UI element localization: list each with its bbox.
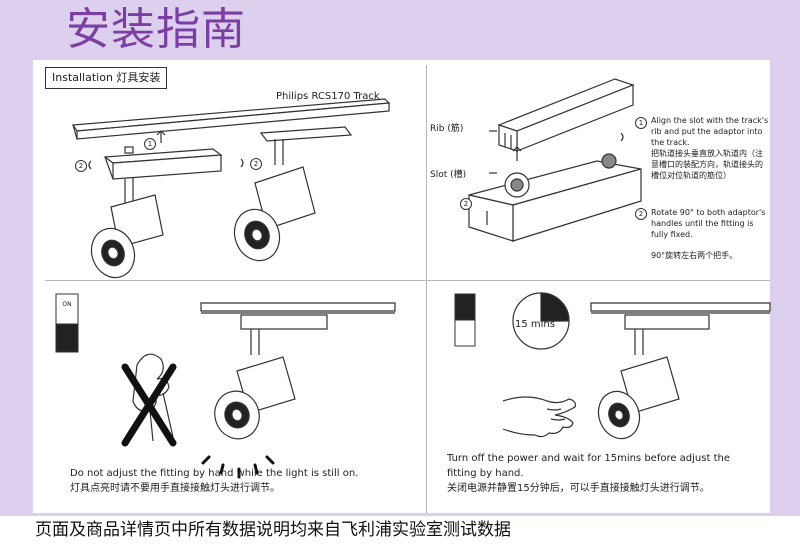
track-drawing — [200, 302, 396, 314]
timer-drawing — [512, 292, 570, 350]
wait-illustration — [454, 292, 771, 440]
step-number-1: 1 — [635, 117, 647, 129]
installation-illustration — [71, 98, 391, 279]
track-drawing — [71, 98, 391, 140]
track-drawing — [590, 302, 771, 314]
slot-label: Slot (槽) — [430, 170, 467, 180]
track-profile-drawing — [497, 78, 635, 152]
warning-illustration — [55, 293, 396, 479]
prohibited-x — [121, 363, 177, 447]
hand-drawing — [502, 396, 576, 438]
panel-light-on-warning: ON Do not adjust the fitting by hand whi… — [45, 280, 427, 513]
adaptor-box-drawing — [468, 153, 642, 242]
switch-off-label: OFF — [459, 330, 471, 337]
wait-caption-en-line-2: fitting by hand. — [447, 468, 524, 479]
spotlight-drawing — [597, 356, 680, 440]
step-number-2-left: 2 — [460, 198, 472, 210]
instruction-2-cn: 90°旋转左右两个把手。 — [651, 251, 738, 260]
adaptor-illustration — [464, 78, 642, 242]
adaptor-drawing — [240, 314, 328, 355]
panel-power-off-wait: OFF 15 mins Turn off the power and wait … — [427, 280, 771, 513]
step-number-2-right: 2 — [250, 158, 262, 170]
spotlight-drawing-1 — [90, 178, 164, 279]
page-title: 安装指南 — [66, 4, 246, 55]
rib-label: Rib (筋) — [430, 124, 464, 134]
warning-caption-en: Do not adjust the fitting by hand while … — [70, 468, 359, 479]
switch-off-drawing — [454, 293, 476, 347]
instruction-2-en: Rotate 90° to both adaptor's handles unt… — [651, 208, 766, 239]
footer-note: 页面及商品详情页中所有数据说明均来自飞利浦实验室测试数据 — [35, 520, 511, 540]
track-name: Philips RCS170 Track — [276, 91, 380, 102]
instruction-1-cn: 把轨道接头垂直放入轨道内（注意槽口的装配方向，轨道接头的槽位对位轨道的筋位） — [651, 149, 763, 180]
timer-label: 15 mins — [515, 319, 555, 330]
instruction-1-en: Align the slot with the track's rib and … — [651, 116, 769, 147]
adaptor-drawing — [103, 146, 223, 180]
spotlight-drawing — [214, 356, 296, 440]
panel-installation: Installation 灯具安装 Philips RCS170 Track — [45, 65, 427, 280]
direction-arrows — [88, 130, 244, 170]
step-number-1: 1 — [144, 138, 156, 150]
installation-label: Installation 灯具安装 — [45, 67, 168, 89]
wait-caption-en-line-1: Turn off the power and wait for 15mins b… — [447, 453, 730, 464]
panel-align-adaptor: Rib (筋) Slot (槽) — [427, 65, 770, 280]
warning-caption-cn: 灯具点亮时请不要用手直接接触灯头进行调节。 — [70, 483, 280, 494]
switch-on-label: ON — [62, 301, 72, 308]
step-number-2-left: 2 — [75, 160, 87, 172]
spotlight-drawing-2 — [233, 166, 316, 262]
wait-caption-cn: 关闭电源并静置15分钟后，可以手直接接触灯头进行调节。 — [447, 483, 710, 494]
adaptor-drawing — [624, 314, 710, 355]
heat-rays — [201, 455, 275, 479]
adaptor-attached — [259, 126, 353, 165]
step-number-2-right: 2 — [635, 208, 647, 220]
switch-on-drawing — [55, 293, 79, 353]
instruction-sheet: Installation 灯具安装 Philips RCS170 Track — [33, 60, 771, 513]
